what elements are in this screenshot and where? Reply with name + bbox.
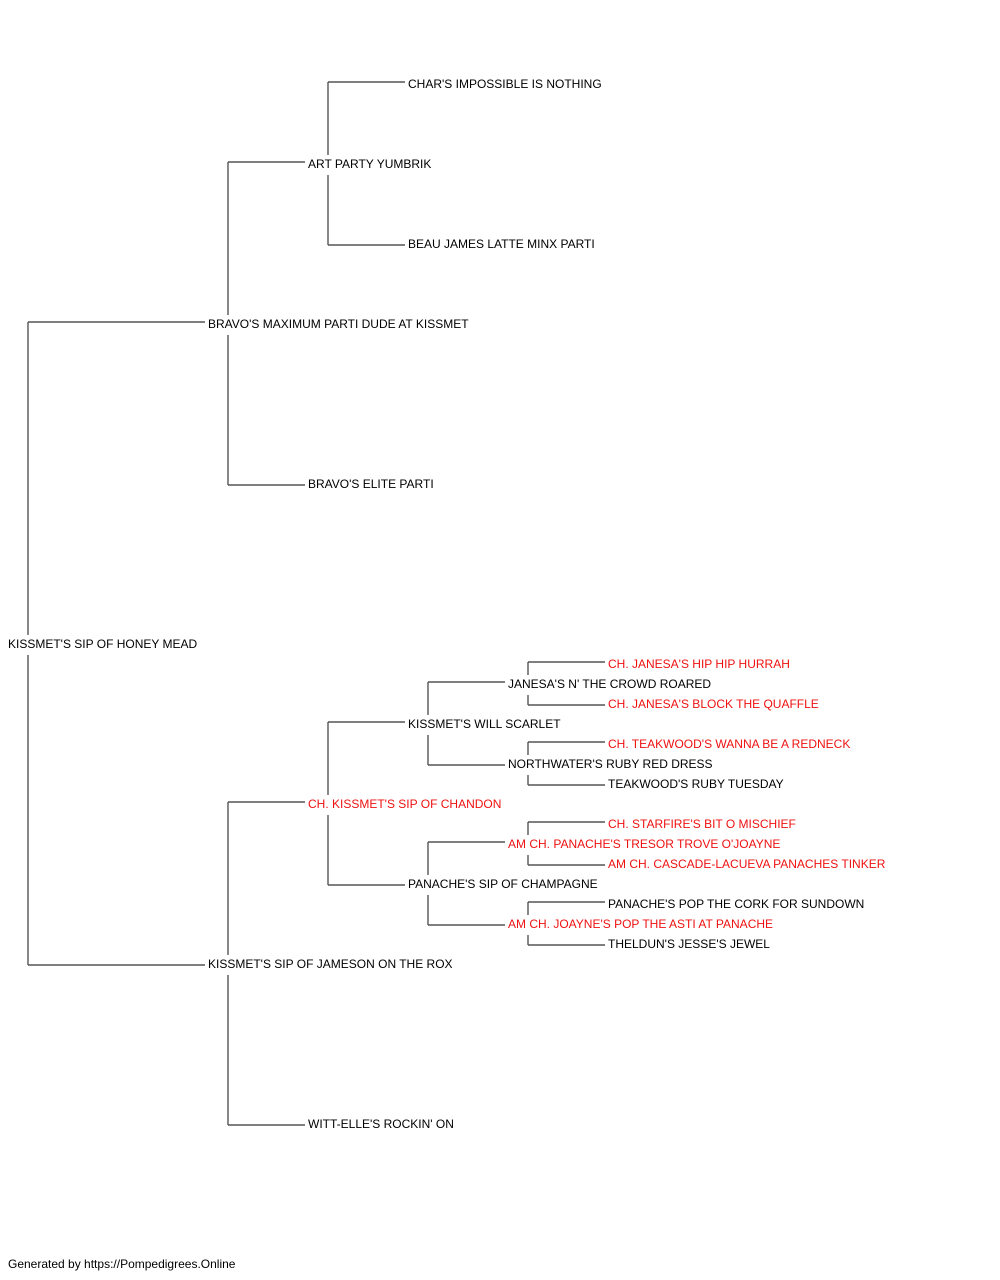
dam-sire-sire-sire-dam-name[interactable]: CH. JANESA'S BLOCK THE QUAFFLE	[608, 697, 819, 711]
dam-sire-dam-name[interactable]: PANACHE'S SIP OF CHAMPAGNE	[408, 877, 598, 891]
dam-sire-dam-dam-dam-name[interactable]: THELDUN'S JESSE'S JEWEL	[608, 937, 770, 951]
sire-sire-name[interactable]: ART PARTY YUMBRIK	[308, 157, 432, 171]
sire-sire-dam-name[interactable]: BEAU JAMES LATTE MINX PARTI	[408, 237, 595, 251]
dam-sire-dam-dam-name[interactable]: AM CH. JOAYNE'S POP THE ASTI AT PANACHE	[508, 917, 774, 931]
sire-name[interactable]: BRAVO'S MAXIMUM PARTI DUDE AT KISSMET	[208, 317, 469, 331]
dam-dam-name[interactable]: WITT-ELLE'S ROCKIN' ON	[308, 1117, 454, 1131]
sire-sire-sire-name[interactable]: CHAR'S IMPOSSIBLE IS NOTHING	[408, 77, 602, 91]
dam-name[interactable]: KISSMET'S SIP OF JAMESON ON THE ROX	[208, 957, 453, 971]
dam-sire-sire-sire-name[interactable]: JANESA'S N' THE CROWD ROARED	[508, 677, 712, 691]
sire-dam-name[interactable]: BRAVO'S ELITE PARTI	[308, 477, 434, 491]
dam-sire-sire-dam-sire-name[interactable]: CH. TEAKWOOD'S WANNA BE A REDNECK	[608, 737, 851, 751]
dam-sire-sire-name[interactable]: KISSMET'S WILL SCARLET	[408, 717, 561, 731]
dam-sire-sire-dam-name[interactable]: NORTHWATER'S RUBY RED DRESS	[508, 757, 713, 771]
dam-sire-dam-sire-sire-name[interactable]: CH. STARFIRE'S BIT O MISCHIEF	[608, 817, 796, 831]
subject-dog-name[interactable]: KISSMET'S SIP OF HONEY MEAD	[8, 637, 198, 651]
dam-sire-dam-sire-name[interactable]: AM CH. PANACHE'S TRESOR TROVE O'JOAYNE	[508, 837, 781, 851]
dam-sire-dam-sire-dam-name[interactable]: AM CH. CASCADE-LACUEVA PANACHES TINKER	[608, 857, 886, 871]
dam-sire-sire-dam-dam-name[interactable]: TEAKWOOD'S RUBY TUESDAY	[608, 777, 784, 791]
dam-sire-sire-sire-sire-name[interactable]: CH. JANESA'S HIP HIP HURRAH	[608, 657, 790, 671]
generated-by-footer: Generated by https://Pompedigrees.Online	[8, 1257, 236, 1271]
dam-sire-name[interactable]: CH. KISSMET'S SIP OF CHANDON	[308, 797, 502, 811]
dam-sire-dam-dam-sire-name[interactable]: PANACHE'S POP THE CORK FOR SUNDOWN	[608, 897, 865, 911]
